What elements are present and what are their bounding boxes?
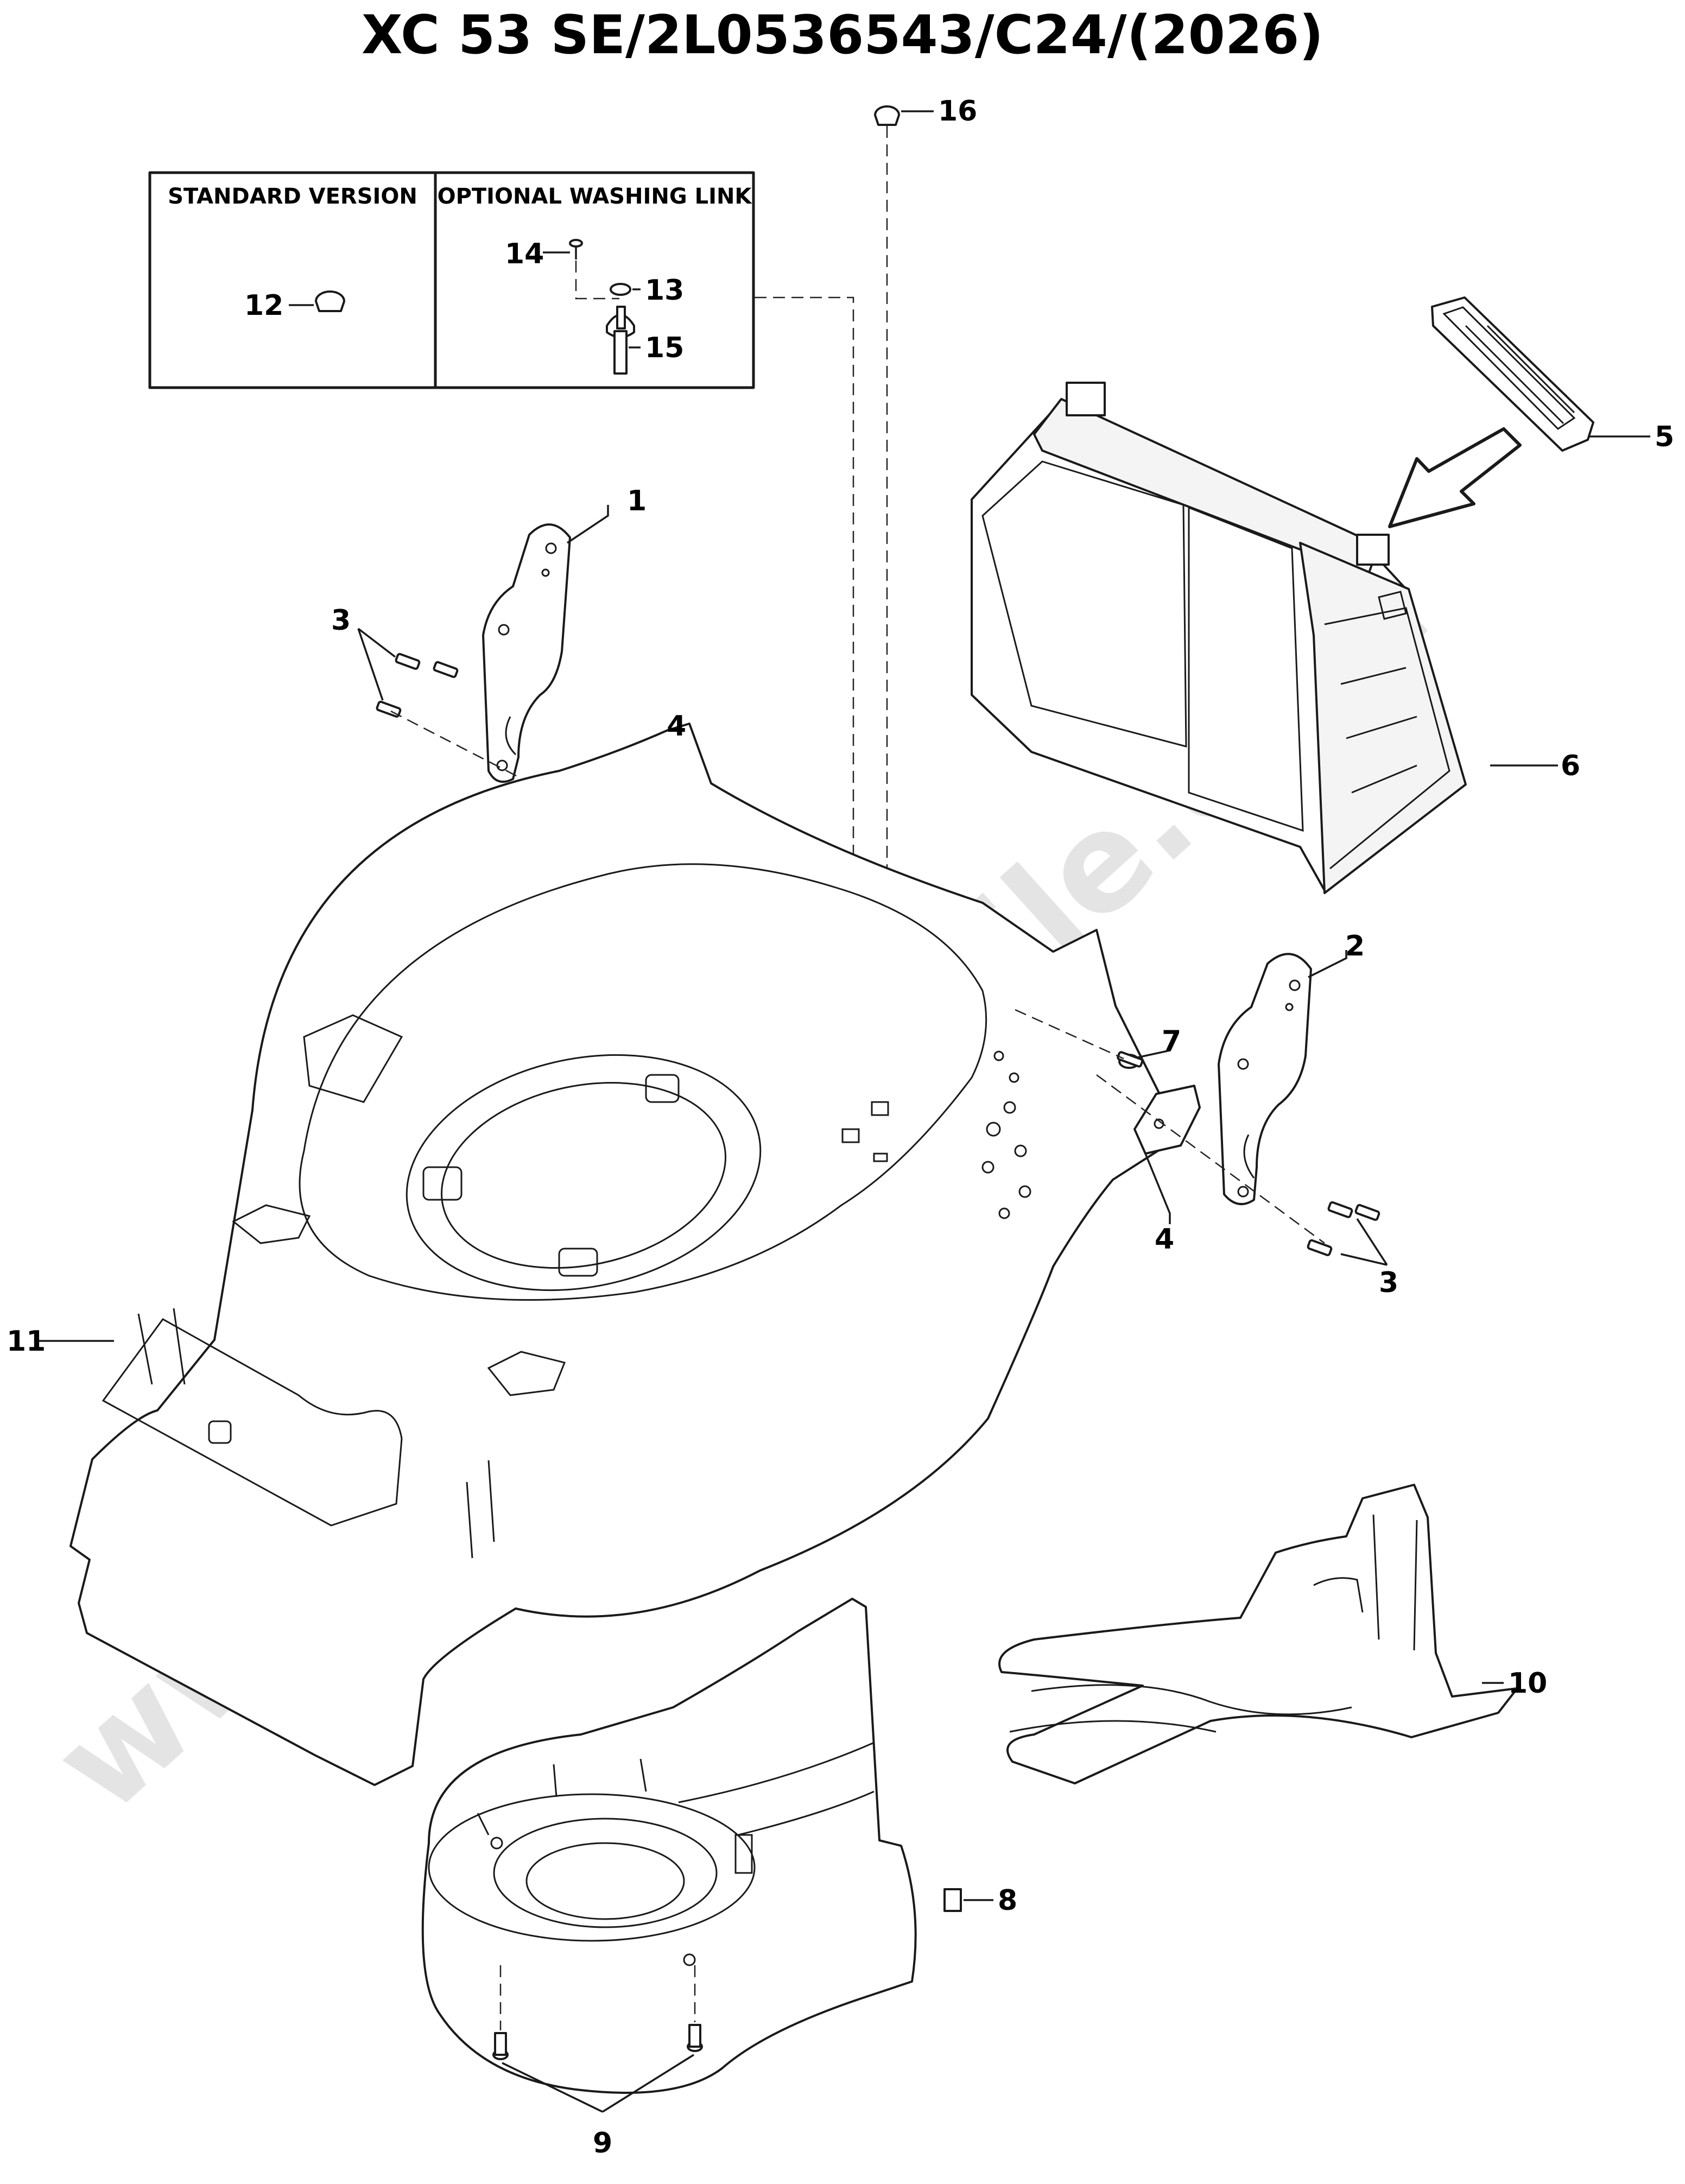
callout-13: 13 <box>645 274 684 307</box>
part-10-rear-flap <box>998 1484 1518 1784</box>
callout-4-right: 4 <box>1155 1223 1174 1256</box>
callout-5: 5 <box>1655 421 1674 453</box>
callout-10: 10 <box>1508 1667 1547 1700</box>
inset-box: STANDARD VERSION OPTIONAL WASHING LINK <box>148 171 755 389</box>
part-14-screw <box>569 239 583 259</box>
part-15-washing-connector <box>606 306 635 375</box>
part-13-washer <box>610 283 631 296</box>
part-7-bolt <box>1117 1051 1144 1069</box>
callout-labels: 1 2 3 3 4 4 5 6 7 8 9 10 11 12 13 14 15 … <box>7 95 1674 2160</box>
part-9-screws <box>492 2024 703 2060</box>
callout-6: 6 <box>1561 750 1580 782</box>
part-2-right-bracket <box>1218 953 1312 1205</box>
callout-7: 7 <box>1162 1025 1181 1058</box>
part-3-screws-left <box>376 653 459 718</box>
callout-4-left: 4 <box>667 710 686 743</box>
part-8-cutter-housing <box>421 1598 962 2094</box>
part-11-mower-deck <box>69 723 1182 1786</box>
part-12-cap <box>315 290 345 312</box>
optional-washing-link-header: OPTIONAL WASHING LINK <box>438 184 753 209</box>
callout-3-right: 3 <box>1379 1267 1398 1299</box>
part-6-grass-catcher-frame <box>971 382 1467 894</box>
part-16-plug <box>874 105 900 126</box>
callout-2: 2 <box>1345 930 1365 963</box>
standard-version-header: STANDARD VERSION <box>168 184 417 209</box>
callout-12: 12 <box>244 289 283 322</box>
part-3-screws-right <box>1307 1201 1380 1256</box>
callout-16: 16 <box>938 95 977 128</box>
callout-14: 14 <box>505 238 544 270</box>
callout-8: 8 <box>998 1884 1017 1917</box>
callout-9: 9 <box>593 2127 612 2160</box>
callout-1: 1 <box>627 485 647 517</box>
callout-11: 11 <box>7 1325 46 1358</box>
callout-15: 15 <box>645 332 684 364</box>
callout-3-left: 3 <box>331 604 351 637</box>
part-5-filter-cover <box>1431 296 1594 452</box>
diagram-title: XC 53 SE/2L0536543/C24/(2026) <box>362 4 1323 66</box>
part-1-left-bracket <box>482 523 571 783</box>
